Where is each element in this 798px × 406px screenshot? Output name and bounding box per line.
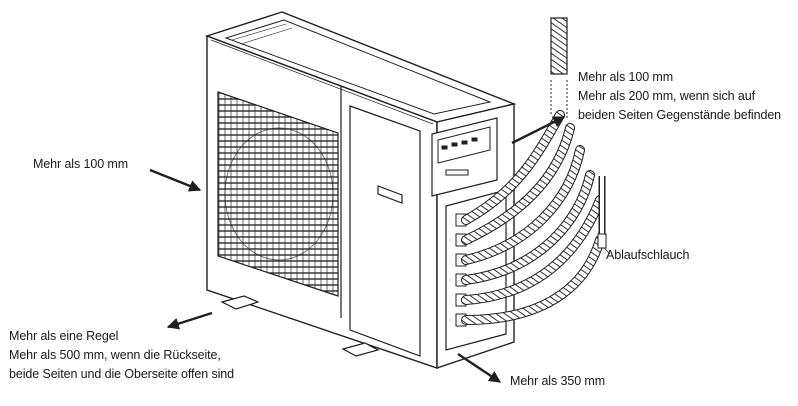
drain-hose xyxy=(597,176,607,249)
hoses xyxy=(461,110,605,325)
label-left-clearance: Mehr als 100 mm xyxy=(33,157,129,171)
control-display xyxy=(437,126,491,164)
unit-top-panel xyxy=(224,19,492,115)
service-panel xyxy=(349,105,421,357)
label-top-right-clearance-3: beiden Seiten Gegenstände befinden xyxy=(578,108,782,122)
unit-feet xyxy=(220,295,380,357)
label-rear-clearance-2: Mehr als 500 mm, wenn die Rückseite, xyxy=(9,348,221,362)
label-top-right-clearance-2: Mehr als 200 mm, wenn sich auf xyxy=(578,89,755,103)
arrow-rear xyxy=(166,311,213,330)
arrow-front xyxy=(457,353,501,383)
control-buttons xyxy=(441,137,478,176)
fan-ring xyxy=(224,127,334,261)
label-rear-clearance-3: beide Seiten und die Oberseite offen sin… xyxy=(9,367,235,381)
drain-pointer xyxy=(603,247,611,255)
label-drain-hose: Ablaufschlauch xyxy=(606,248,690,262)
vertical-pipe xyxy=(550,17,568,118)
label-top-right-clearance-1: Mehr als 100 mm xyxy=(578,70,674,84)
fan-grille xyxy=(217,91,339,297)
label-front-clearance: Mehr als 350 mm xyxy=(510,374,606,388)
arrow-left xyxy=(149,168,202,192)
label-rear-clearance-1: Mehr als eine Regel xyxy=(9,329,119,343)
service-handle xyxy=(377,185,403,204)
arrow-top-right xyxy=(511,115,566,145)
